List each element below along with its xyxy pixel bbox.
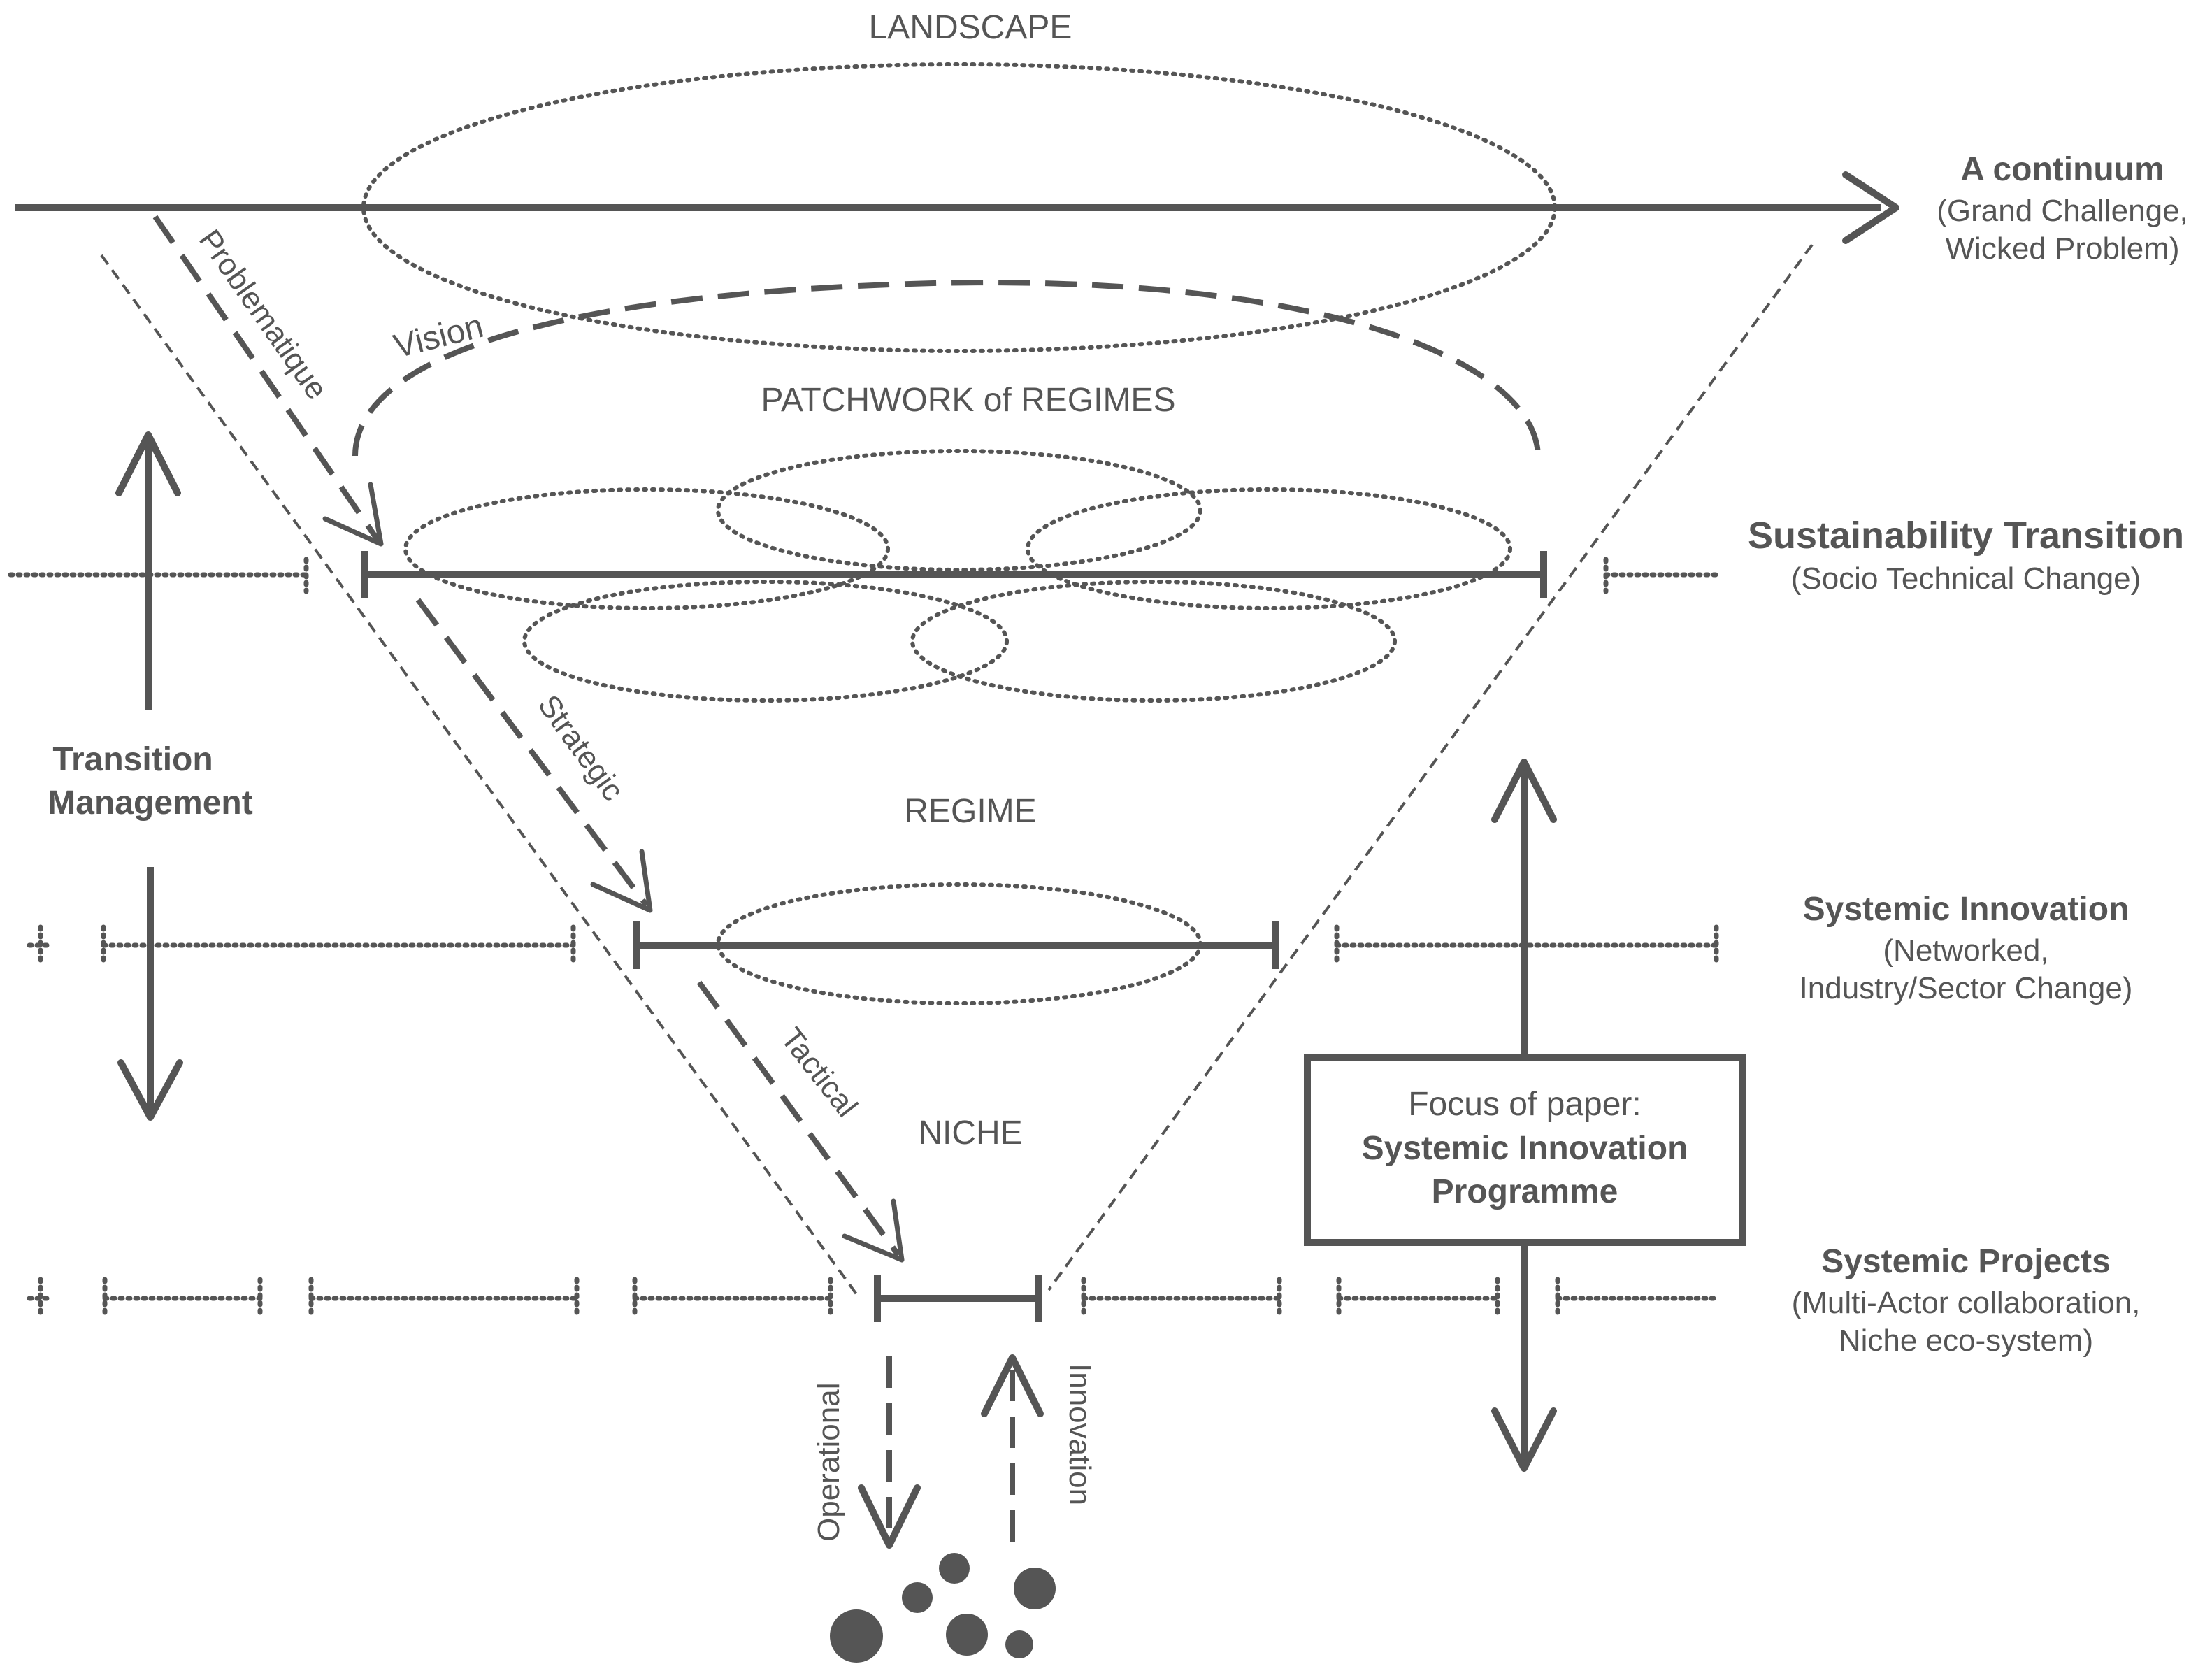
focus-down-arrowhead: [1491, 1407, 1557, 1472]
transition-up-arrowhead: [115, 431, 181, 496]
operational-arrowhead: [858, 1484, 921, 1549]
patchwork-label: PATCHWORK of REGIMES: [761, 382, 1176, 419]
tactical-label: Tactical: [774, 1021, 864, 1124]
continuum-sub-1: (Grand Challenge,: [1937, 194, 2188, 228]
regime-ellipse-bottom-right: [910, 580, 1397, 703]
systemic-projects-sub-2: Niche eco-system): [1839, 1324, 2093, 1358]
systemic-projects-sub-1: (Multi-Actor collaboration,: [1792, 1286, 2141, 1320]
tactical-arrowhead: [842, 1198, 905, 1263]
sustainability-title: Sustainability Transition: [1748, 515, 2184, 557]
vision-arc: [352, 280, 1541, 457]
strategic-label: Strategic: [531, 689, 631, 807]
regime-ellipse-top-center: [716, 449, 1202, 572]
systemic-projects-title: Systemic Projects: [1821, 1243, 2111, 1280]
focus-box-line-3: Programme: [1432, 1173, 1618, 1210]
niche-dot-4: [946, 1614, 988, 1656]
systemic-innovation-title: Systemic Innovation: [1803, 891, 2130, 928]
systemic-innovation-sub-1: (Networked,: [1883, 933, 2048, 968]
strategic-arrowhead: [590, 849, 653, 913]
niche-dot-3: [939, 1553, 970, 1584]
focus-box-line-1: Focus of paper:: [1408, 1086, 1642, 1123]
innovation-label: Innovation: [1063, 1363, 1097, 1505]
funnel-left-edge: [100, 254, 860, 1298]
regime-ellipse-left: [403, 487, 890, 610]
problematique-arrowhead: [322, 482, 384, 547]
focus-up-arrowhead: [1491, 759, 1557, 823]
problematique-arrow: [152, 215, 380, 542]
continuum-arrowhead: [1842, 171, 1899, 244]
innovation-arrowhead: [981, 1354, 1044, 1417]
funnel-right-edge: [1047, 243, 1814, 1291]
niche-label: NICHE: [918, 1114, 1022, 1152]
transition-label-2: Management: [48, 784, 252, 822]
strategic-arrow: [415, 598, 649, 908]
focus-box-line-2: Systemic Innovation: [1362, 1130, 1688, 1167]
landscape-label: LANDSCAPE: [869, 9, 1072, 46]
tactical-arrow: [696, 980, 901, 1257]
niche-dot-1: [830, 1609, 883, 1663]
sustainability-sub: (Socio Technical Change): [1791, 561, 2141, 596]
transition-label-1: Transition: [52, 741, 213, 778]
systemic-innovation-sub-2: Industry/Sector Change): [1800, 971, 2133, 1005]
vision-label: Vision: [390, 308, 487, 366]
operational-label: Operational: [812, 1383, 846, 1542]
continuum-sub-2: Wicked Problem): [1946, 231, 2180, 266]
regime-ellipse-right: [1026, 487, 1512, 610]
transition-down-arrowhead: [117, 1059, 183, 1121]
niche-dot-2: [902, 1582, 933, 1613]
continuum-title: A continuum: [1960, 151, 2164, 188]
niche-dot-5: [1014, 1568, 1056, 1609]
regime-label: REGIME: [904, 793, 1036, 830]
niche-dot-6: [1005, 1630, 1033, 1658]
regime-ellipse-bottom-left: [522, 580, 1009, 703]
